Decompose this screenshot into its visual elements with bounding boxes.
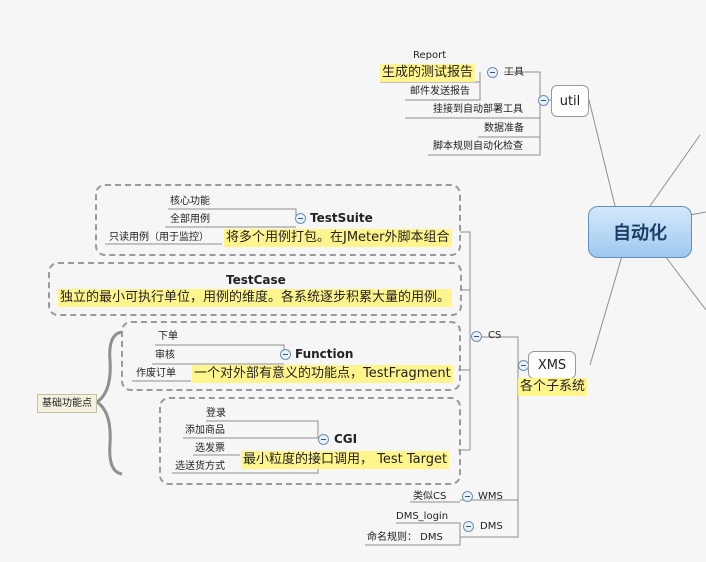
function-label: Function (295, 347, 354, 361)
cgi-label: CGI (334, 432, 358, 446)
dms-item-naming: 命名规则： DMS (367, 532, 443, 543)
function-collapse-icon[interactable] (280, 349, 291, 360)
tools-collapse-icon[interactable] (487, 67, 498, 78)
wms-note: 类似CS (413, 491, 447, 502)
xms-desc: 各个子系统 (518, 378, 588, 396)
basic-function-label: 基础功能点 (37, 394, 97, 413)
testcase-desc: 独立的最小可执行单位，用例的维度。各系统逐步积累大量的用例。 (58, 289, 453, 307)
wms-collapse-icon[interactable] (462, 491, 473, 502)
root-label: 自动化 (613, 223, 667, 244)
dms-item-login: DMS_login (396, 511, 449, 522)
cgi-item-add-product: 添加商品 (185, 425, 225, 436)
dms-label: DMS (480, 521, 503, 532)
cgi-item-invoice: 选发票 (195, 443, 225, 454)
mail-report-label: 邮件发送报告 (410, 86, 470, 97)
report-desc: 生成的测试报告 (380, 64, 476, 82)
testsuite-item-all: 全部用例 (170, 214, 210, 225)
root-node[interactable]: 自动化 (588, 206, 692, 258)
testsuite-group (95, 184, 461, 256)
testsuite-collapse-icon[interactable] (295, 213, 306, 224)
function-item-order: 下单 (158, 331, 178, 342)
cgi-item-login: 登录 (206, 408, 226, 419)
testcase-label: TestCase (226, 273, 286, 287)
util-collapse-icon[interactable] (538, 95, 549, 106)
tools-label: 工具 (504, 67, 524, 78)
xms-label: XMS (537, 357, 567, 373)
util-item-script-check: 脚本规则自动化检查 (433, 141, 523, 152)
cgi-desc: 最小粒度的接口调用， Test Target (241, 451, 450, 469)
testsuite-desc: 将多个用例打包。在JMeter外脚本组合 (224, 229, 452, 247)
util-item-data: 数据准备 (484, 123, 524, 134)
wms-label: WMS (478, 491, 503, 502)
function-item-cancel: 作废订单 (136, 368, 176, 379)
testsuite-label: TestSuite (310, 211, 373, 225)
cs-label: CS (488, 330, 502, 341)
cgi-collapse-icon[interactable] (318, 434, 329, 445)
testsuite-item-core: 核心功能 (170, 196, 210, 207)
function-desc: 一个对外部有意义的功能点，TestFragment (192, 365, 453, 383)
function-group (121, 321, 461, 391)
testsuite-item-readonly: 只读用例（用于监控） (109, 232, 209, 243)
function-item-review: 审核 (155, 350, 175, 361)
util-item-deploy: 挂接到自动部署工具 (433, 104, 523, 115)
report-title: Report (413, 50, 447, 61)
cgi-item-delivery: 选送货方式 (175, 461, 225, 472)
testcase-group (48, 262, 462, 316)
util-label: util (559, 93, 581, 109)
xms-node[interactable]: XMS (528, 351, 576, 379)
dms-collapse-icon[interactable] (463, 521, 474, 532)
util-node[interactable]: util (551, 85, 589, 117)
cs-collapse-icon[interactable] (471, 331, 482, 342)
cgi-group (159, 397, 461, 485)
